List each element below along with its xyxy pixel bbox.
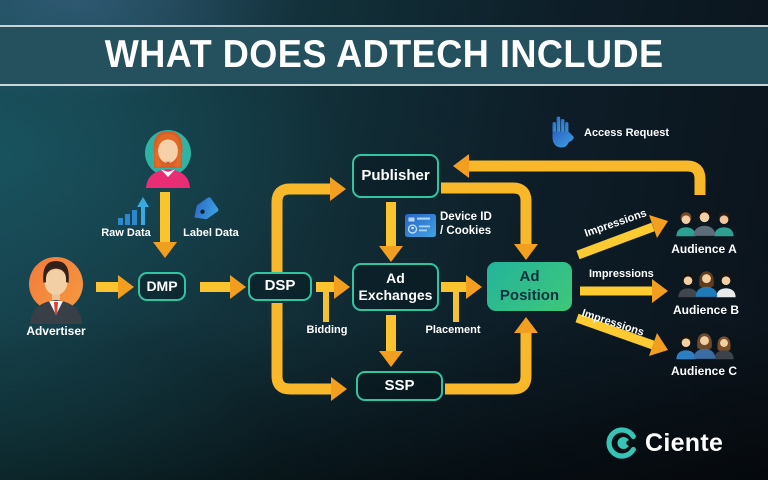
- brand-logo: Ciente: [605, 426, 723, 460]
- arrow-dsp-ssp: [271, 303, 331, 395]
- audience-c-icon: [676, 333, 734, 360]
- brand-logo-text: Ciente: [645, 428, 724, 457]
- node-ad-exchanges: Ad Exchanges: [352, 263, 439, 311]
- node-ssp: SSP: [356, 371, 443, 401]
- audience-b-icon: [678, 271, 736, 298]
- page-title: WHAT DOES ADTECH INCLUDE: [104, 33, 664, 77]
- bidding-label: Bidding: [306, 324, 348, 336]
- raw-data-icon: [118, 197, 149, 225]
- audience-b-label: Audience B: [673, 303, 740, 317]
- label-data-label: Label Data: [183, 227, 239, 239]
- arrow-audiencea-publisher: [469, 160, 706, 195]
- ciente-logo-icon: [606, 427, 636, 459]
- node-ad-position: Ad Position: [487, 262, 572, 311]
- advertiser-label: Advertiser: [26, 324, 86, 338]
- advertiser-avatar-icon: [29, 257, 83, 324]
- audience-c-label: Audience C: [671, 364, 738, 378]
- arrow-ssp-adposition: [445, 333, 532, 395]
- title-banner: WHAT DOES ADTECH INCLUDE: [0, 25, 768, 86]
- audience-a-icon: [676, 208, 734, 237]
- node-dmp: DMP: [138, 272, 186, 301]
- arrow-dsp-publisher: [271, 183, 331, 272]
- placement-label: Placement: [425, 324, 481, 336]
- arrow-impressions-a: [576, 222, 655, 260]
- arrow-impressions-c: [575, 313, 655, 350]
- arrow-heads: [118, 154, 668, 401]
- data-user-avatar-icon: [145, 130, 191, 188]
- arrow-publisher-adposition: [441, 182, 532, 245]
- raw-data-label: Raw Data: [101, 227, 151, 239]
- access-request-hand-icon: [552, 116, 574, 148]
- device-id-label: Device ID / Cookies: [440, 211, 492, 237]
- node-publisher: Publisher: [352, 154, 439, 198]
- access-request-label: Access Request: [584, 127, 669, 139]
- node-dsp: DSP: [248, 272, 312, 301]
- impressions-b-label: Impressions: [589, 268, 654, 280]
- audience-a-label: Audience A: [671, 242, 737, 256]
- device-id-card-icon: [405, 214, 436, 237]
- label-data-icon: [194, 197, 219, 220]
